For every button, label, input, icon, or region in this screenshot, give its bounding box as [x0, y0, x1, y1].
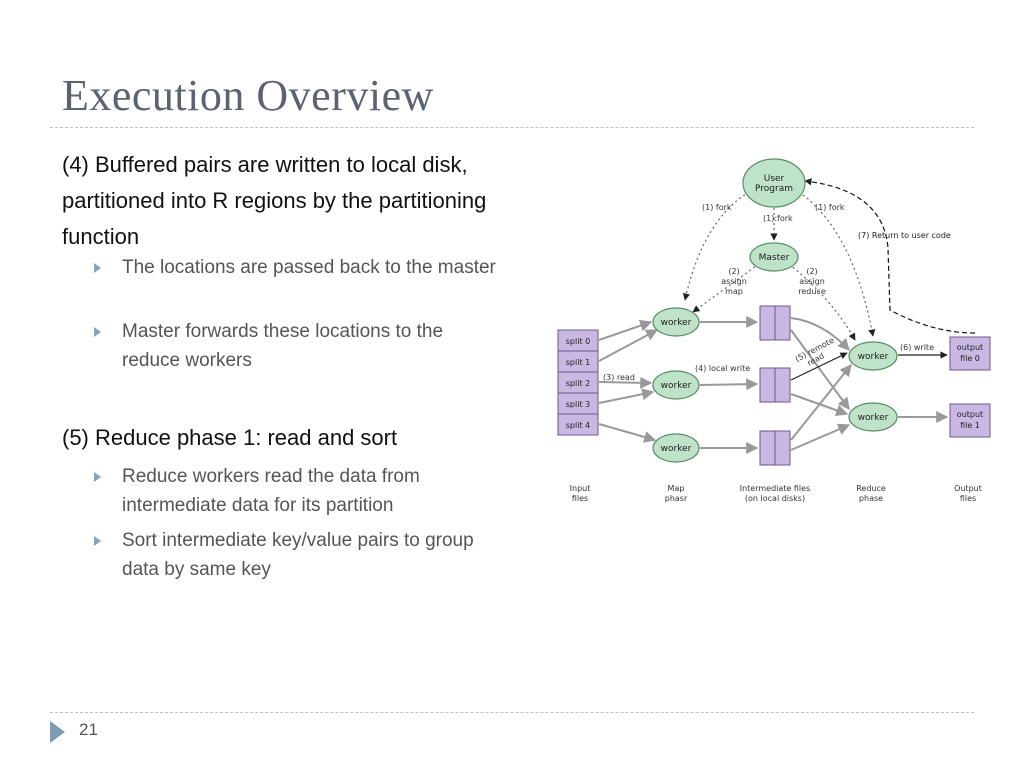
intermediate-file — [774, 367, 791, 403]
sub-point-reduce-read: Reduce workers read the data from interm… — [122, 466, 420, 516]
master-label: Master — [759, 253, 790, 263]
column-label: Input — [570, 484, 591, 493]
title-divider — [50, 127, 974, 128]
worker-label: worker — [661, 381, 692, 391]
column-label: phase — [859, 494, 883, 503]
split-box — [557, 413, 599, 436]
split-label: split 4 — [566, 421, 590, 430]
write-label: (6) write — [900, 343, 934, 352]
map-worker-node — [652, 370, 700, 400]
output-label: output — [957, 410, 983, 419]
assign-reduce-label: (2) — [806, 267, 817, 276]
assign-reduce-label: assign — [799, 277, 825, 286]
flow-arrow — [790, 423, 851, 451]
reduce-worker-node — [848, 402, 898, 432]
split-label: split 3 — [566, 400, 590, 409]
worker-label: worker — [858, 352, 889, 362]
intermediate-file — [774, 430, 791, 466]
flow-arrow — [598, 423, 657, 443]
sub-point-sort: Sort intermediate key/value pairs to gro… — [122, 530, 474, 580]
return-arrow — [804, 178, 976, 334]
flow-arrow — [790, 364, 852, 441]
assign-map-label: assign — [721, 277, 747, 286]
user-program-node — [742, 158, 806, 208]
assign-reduce-arrow — [788, 263, 856, 341]
column-label: Reduce — [856, 484, 886, 493]
map-worker-node — [652, 433, 700, 463]
read-label: (3) read — [603, 373, 635, 382]
footer-divider — [50, 712, 974, 713]
bullet-arrow-icon — [94, 327, 101, 337]
sub-point-master-forwards: Master forwards these locations to the r… — [122, 321, 444, 371]
worker-label: worker — [858, 413, 889, 423]
column-label: Map — [668, 484, 685, 493]
intermediate-file — [759, 367, 776, 403]
slide-title: Execution Overview — [62, 71, 434, 120]
flow-arrow — [699, 378, 759, 391]
page-number: 21 — [79, 720, 98, 739]
bullet-arrow-icon — [94, 472, 101, 482]
output-file — [949, 336, 991, 371]
bullet-arrow-icon — [94, 536, 101, 546]
fork-arrow-right — [798, 191, 876, 337]
flow-arrow — [598, 329, 659, 362]
column-label: Intermediate files — [740, 484, 811, 493]
input-splits: split 0 split 1 split 2 split 3 split 4 — [557, 329, 599, 436]
column-label: files — [960, 494, 976, 503]
remote-read-arrow — [790, 352, 848, 381]
intermediate-file — [774, 305, 791, 341]
assign-map-label: (2) — [728, 267, 739, 276]
master-node — [749, 242, 799, 272]
output-file — [949, 403, 991, 438]
flow-arrow — [790, 317, 850, 351]
bullet-arrow-icon — [94, 263, 101, 273]
intermediate-file — [759, 430, 776, 466]
intermediate-file — [759, 305, 776, 341]
split-label: split 1 — [566, 358, 590, 367]
footer-triangle-icon — [50, 721, 65, 743]
fork-left-label: (1) fork — [702, 203, 732, 212]
reduce-worker-node — [848, 341, 898, 371]
fork-arrow-left — [682, 191, 750, 301]
sub-point-locations: The locations are passed back to the mas… — [122, 257, 496, 278]
user-program-label: Program — [755, 184, 793, 194]
split-label: split 0 — [566, 337, 590, 346]
column-label: Output — [954, 484, 982, 493]
point-5-text: (5) Reduce phase 1: read and sort — [62, 425, 398, 450]
worker-label: worker — [661, 318, 692, 328]
user-program-label: User — [764, 174, 785, 184]
mapreduce-diagram: User Program Master (1) fork (1):fork (1… — [557, 158, 991, 503]
map-worker-node — [652, 307, 700, 337]
flow-arrow — [790, 329, 850, 410]
output-label: file 1 — [960, 421, 980, 430]
flow-arrow — [598, 388, 655, 404]
return-label: (7) Return to user code — [858, 231, 951, 240]
column-label: files — [572, 494, 588, 503]
point-4-text: (4) Buffered pairs are written to local … — [62, 152, 487, 249]
flow-arrow — [598, 376, 653, 389]
split-label: split 2 — [566, 379, 590, 388]
assign-reduce-label: reduce — [798, 287, 826, 296]
fork-mid-label: (1):fork — [763, 214, 793, 223]
assign-map-label: map — [725, 287, 743, 296]
column-label: phasr — [665, 494, 688, 503]
output-label: output — [957, 343, 983, 352]
fork-right-label: (1) fork — [815, 203, 845, 212]
flow-arrow — [598, 319, 653, 341]
local-write-label: (4) local write — [695, 364, 750, 373]
output-label: file 0 — [960, 354, 980, 363]
worker-label: worker — [661, 444, 692, 454]
column-label: (on local disks) — [745, 494, 805, 503]
